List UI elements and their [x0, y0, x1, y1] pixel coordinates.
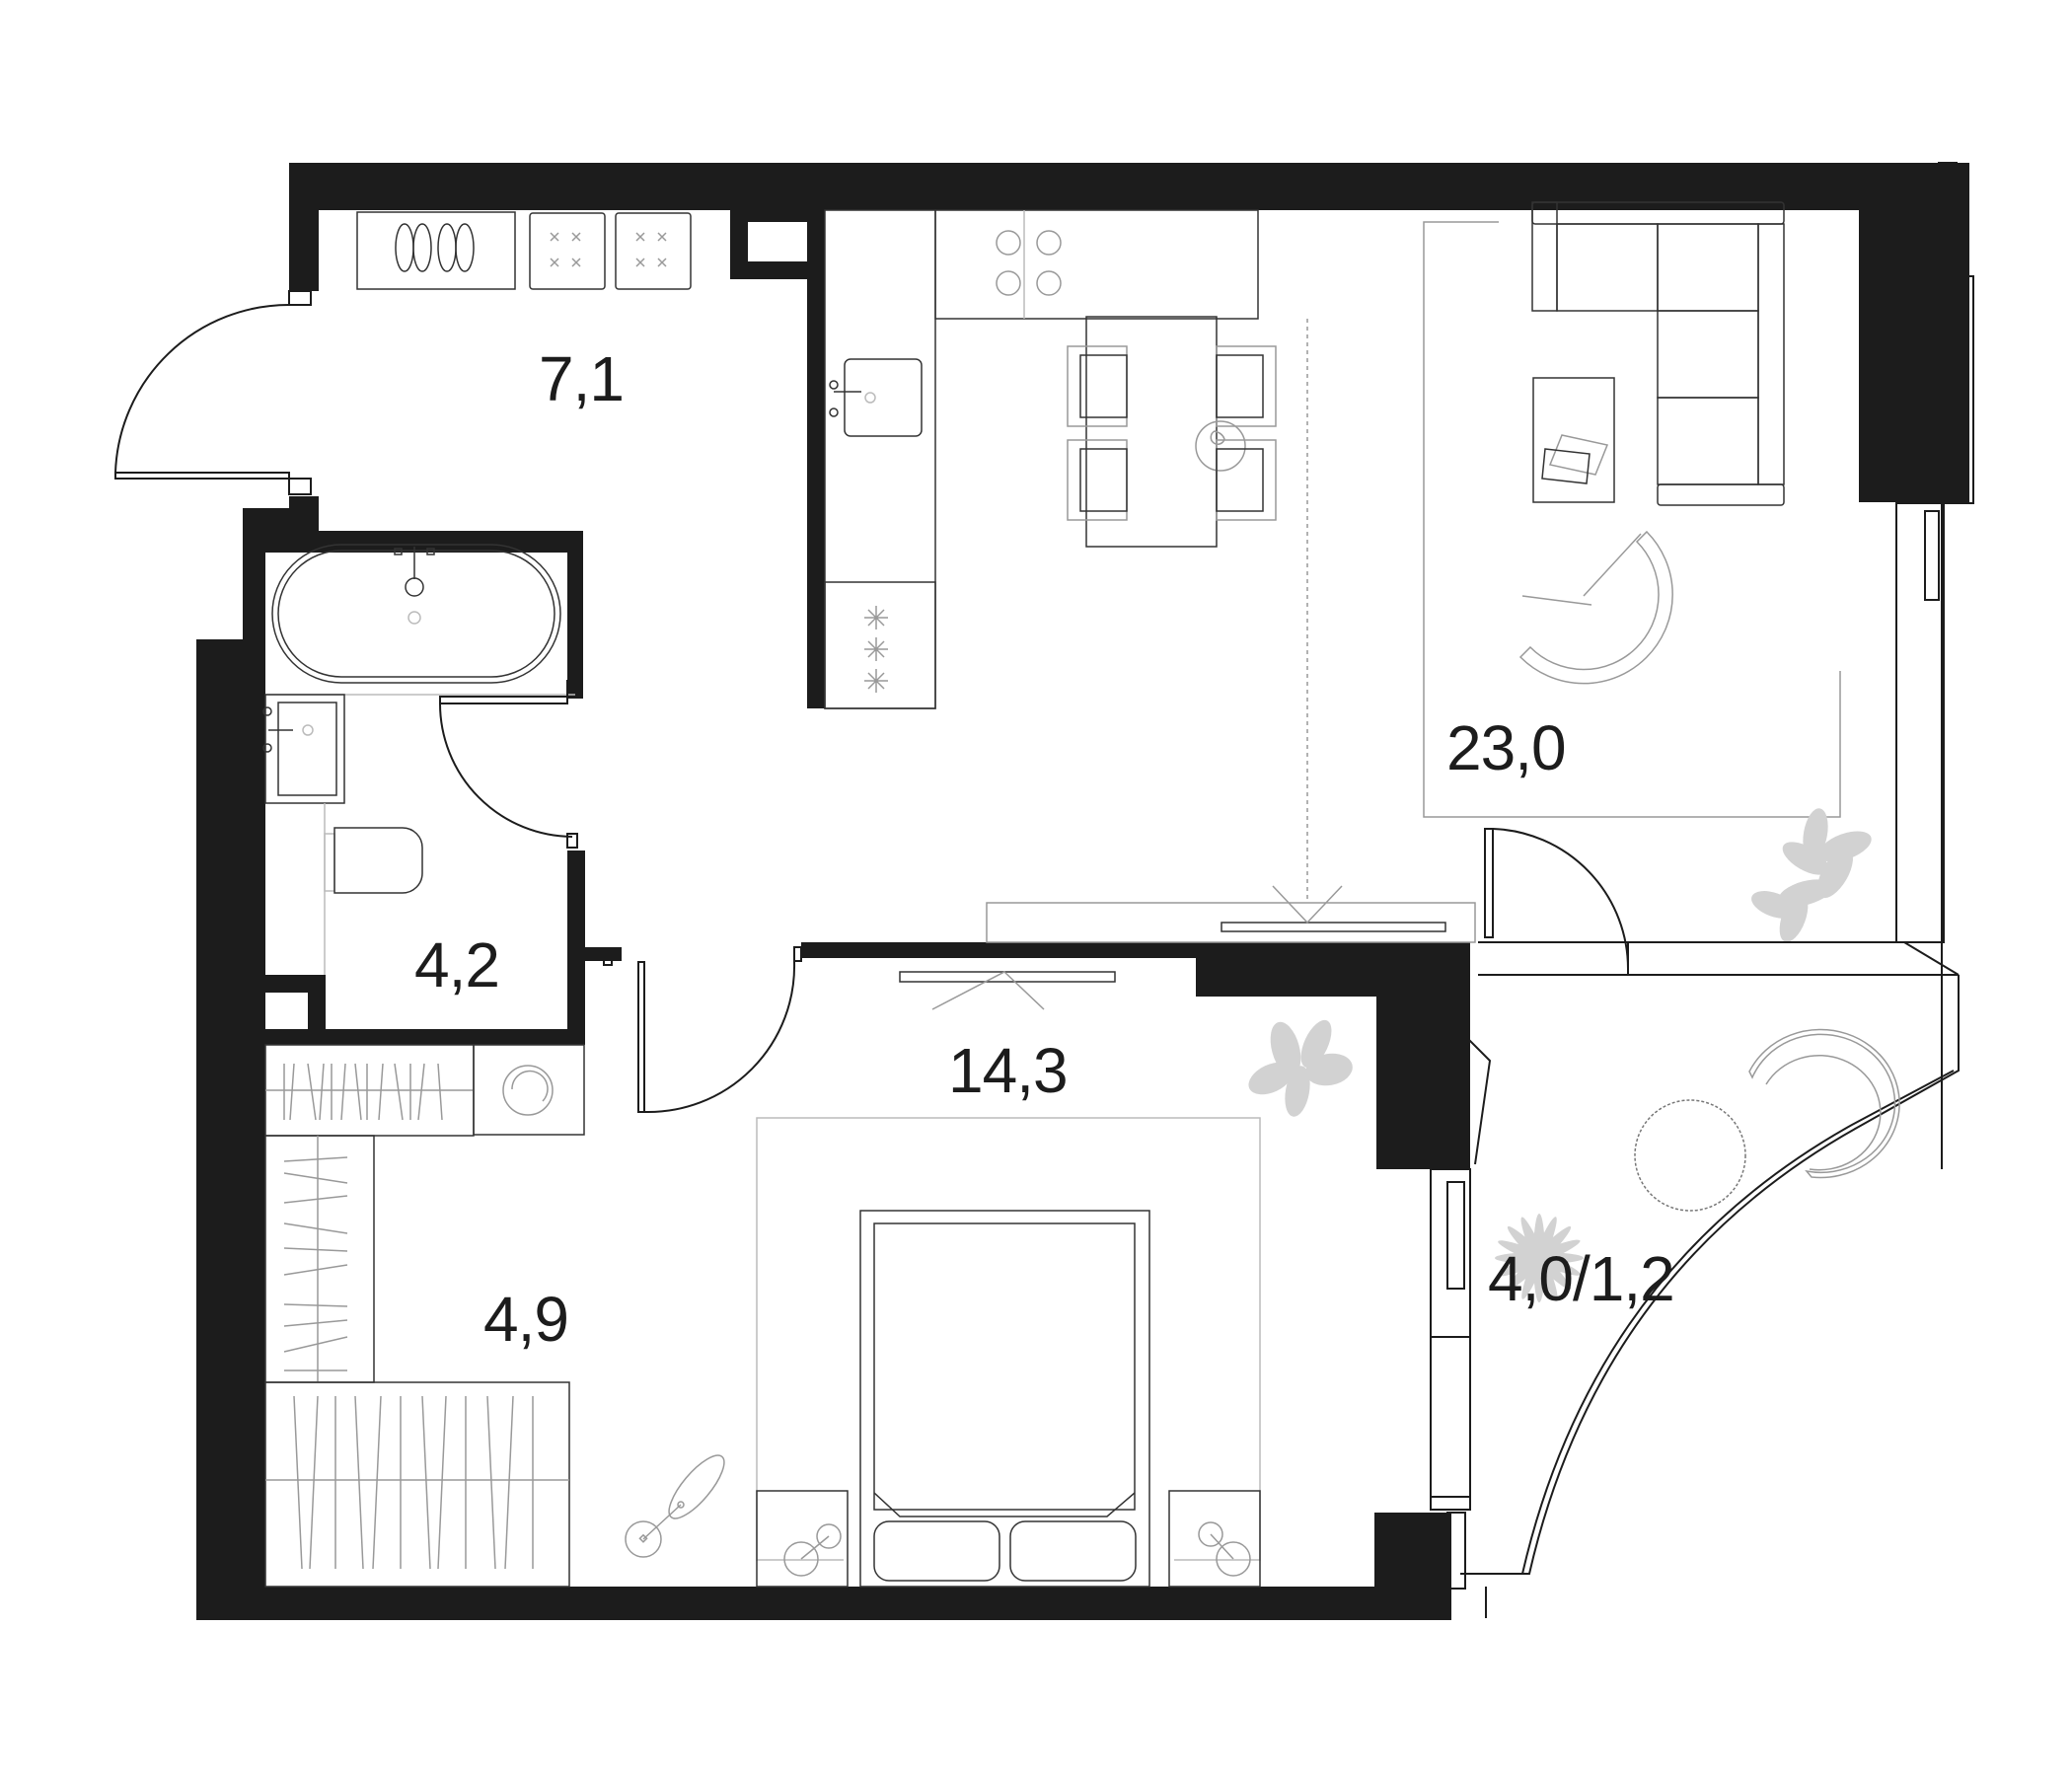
nightstand-right [1168, 1490, 1261, 1588]
cabinet-x-marks [550, 232, 667, 267]
living-furniture [1423, 201, 1872, 942]
bedroom-plant-icon [1248, 1019, 1353, 1117]
kitchen-sink-icon [829, 358, 923, 437]
wardrobe-furniture [264, 1044, 725, 1588]
bathroom-door[interactable] [439, 680, 578, 849]
nightstand-left [756, 1490, 849, 1588]
double-bed-icon [859, 1210, 1150, 1588]
bathtub-icon [271, 544, 561, 684]
living-armchair [1518, 530, 1673, 685]
walls [196, 163, 1969, 1620]
room-area-bedroom: 14,3 [948, 1035, 1069, 1106]
washbasin-icon [262, 694, 345, 804]
corner-sofa [1531, 201, 1785, 506]
hallway-furniture [356, 211, 692, 290]
room-area-bathroom: 4,2 [414, 929, 500, 1000]
floor-lamp-icon [625, 1454, 725, 1558]
room-area-kitchen-living: 23,0 [1446, 712, 1567, 783]
kitchen-furniture [824, 209, 1308, 903]
balcony-armchair [1748, 1028, 1900, 1179]
balcony-round-table [1634, 1099, 1746, 1212]
plant-decor-icon [1751, 808, 1872, 942]
coffee-table [1532, 377, 1615, 503]
room-area-hallway: 7,1 [539, 343, 625, 414]
dining-chairs [1067, 345, 1277, 521]
balcony-plant-icon [1495, 1214, 1584, 1302]
room-area-wardrobe: 4,9 [483, 1284, 569, 1355]
shoes-icon [395, 223, 475, 272]
bedroom-furniture [756, 885, 1476, 1588]
fridge-icon [824, 581, 936, 709]
bedroom-tv-icon [899, 971, 1116, 1010]
room-area-balcony: 4,0/1,2 [1488, 1243, 1675, 1314]
balcony [1430, 975, 1960, 1618]
living-tv-unit [986, 885, 1476, 943]
bathroom-furniture [262, 544, 575, 975]
toilet-icon [324, 827, 423, 894]
stove-icon [996, 230, 1062, 296]
balcony-door[interactable] [1478, 828, 1960, 976]
right-window [1895, 162, 1974, 1169]
living-rug [1423, 221, 1841, 818]
bedroom-door[interactable] [603, 946, 802, 1114]
dining-table [1085, 316, 1246, 548]
entry-door[interactable] [114, 290, 312, 495]
washing-machine-icon [473, 1044, 585, 1136]
